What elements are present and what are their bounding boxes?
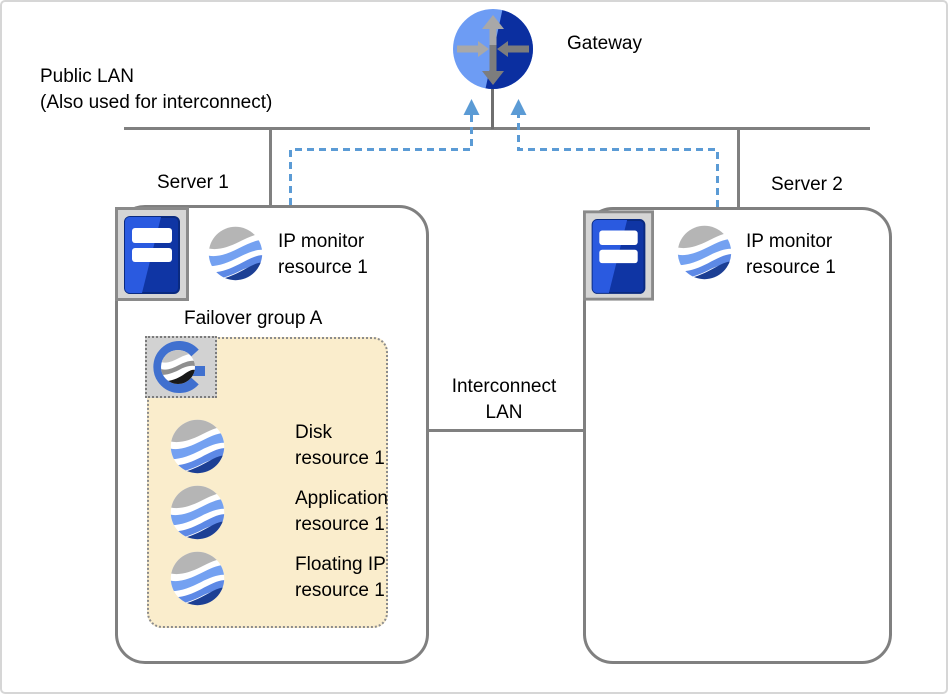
server2-ip-monitor-line1: IP monitor <box>746 231 833 252</box>
gateway-label: Gateway <box>567 33 642 54</box>
server1-ip-monitor-line1: IP monitor <box>278 231 365 252</box>
server1-tower-icon <box>115 207 189 301</box>
application-resource-label: Application resource 1 <box>295 486 388 538</box>
interconnect-lan-line1: Interconnect <box>451 376 557 397</box>
floating-ip-resource-label: Floating IP resource 1 <box>295 552 386 604</box>
public-lan-label: Public LAN (Also used for interconnect) <box>40 64 272 116</box>
floating-ip-resource-line1: Floating IP <box>295 554 386 575</box>
gateway-router-icon <box>451 7 535 91</box>
server1-ip-monitor-label: IP monitor resource 1 <box>278 229 368 281</box>
server1-ip-monitor-icon <box>207 225 264 282</box>
server2-ip-monitor-line2: resource 1 <box>746 257 836 278</box>
failover-group-icon-box <box>145 336 217 398</box>
disk-resource-line2: resource 1 <box>295 448 385 469</box>
interconnect-lan-label: Interconnect LAN <box>424 374 584 426</box>
application-resource-icon <box>169 484 226 541</box>
interconnect-lan-line2: LAN <box>485 402 523 423</box>
server1-ip-monitor-line2: resource 1 <box>278 257 368 278</box>
public-lan-line <box>124 127 870 130</box>
public-lan-label-line2: (Also used for interconnect) <box>40 92 273 113</box>
server1-label: Server 1 <box>157 172 229 193</box>
interconnect-lan-line <box>424 429 584 432</box>
failover-group-g-icon <box>147 338 215 396</box>
server2-stub-line <box>737 129 740 209</box>
server2-monitor-arrowhead <box>510 99 527 115</box>
floating-ip-resource-line2: resource 1 <box>295 580 385 601</box>
server1-monitor-arrowhead <box>463 99 480 115</box>
server2-ip-monitor-icon <box>676 224 733 281</box>
server2-tower-icon <box>583 210 654 301</box>
server2-label: Server 2 <box>771 174 843 195</box>
public-lan-label-line1: Public LAN <box>40 66 134 87</box>
server2-ip-monitor-label: IP monitor resource 1 <box>746 229 836 281</box>
disk-resource-label: Disk resource 1 <box>295 420 385 472</box>
floating-ip-resource-icon <box>169 550 226 607</box>
failover-group-label: Failover group A <box>184 308 323 329</box>
server1-stub-line <box>269 129 272 207</box>
disk-resource-line1: Disk <box>295 422 332 443</box>
gateway-stub-line <box>491 84 494 129</box>
disk-resource-icon <box>169 418 226 475</box>
application-resource-line1: Application <box>295 488 388 509</box>
application-resource-line2: resource 1 <box>295 514 385 535</box>
